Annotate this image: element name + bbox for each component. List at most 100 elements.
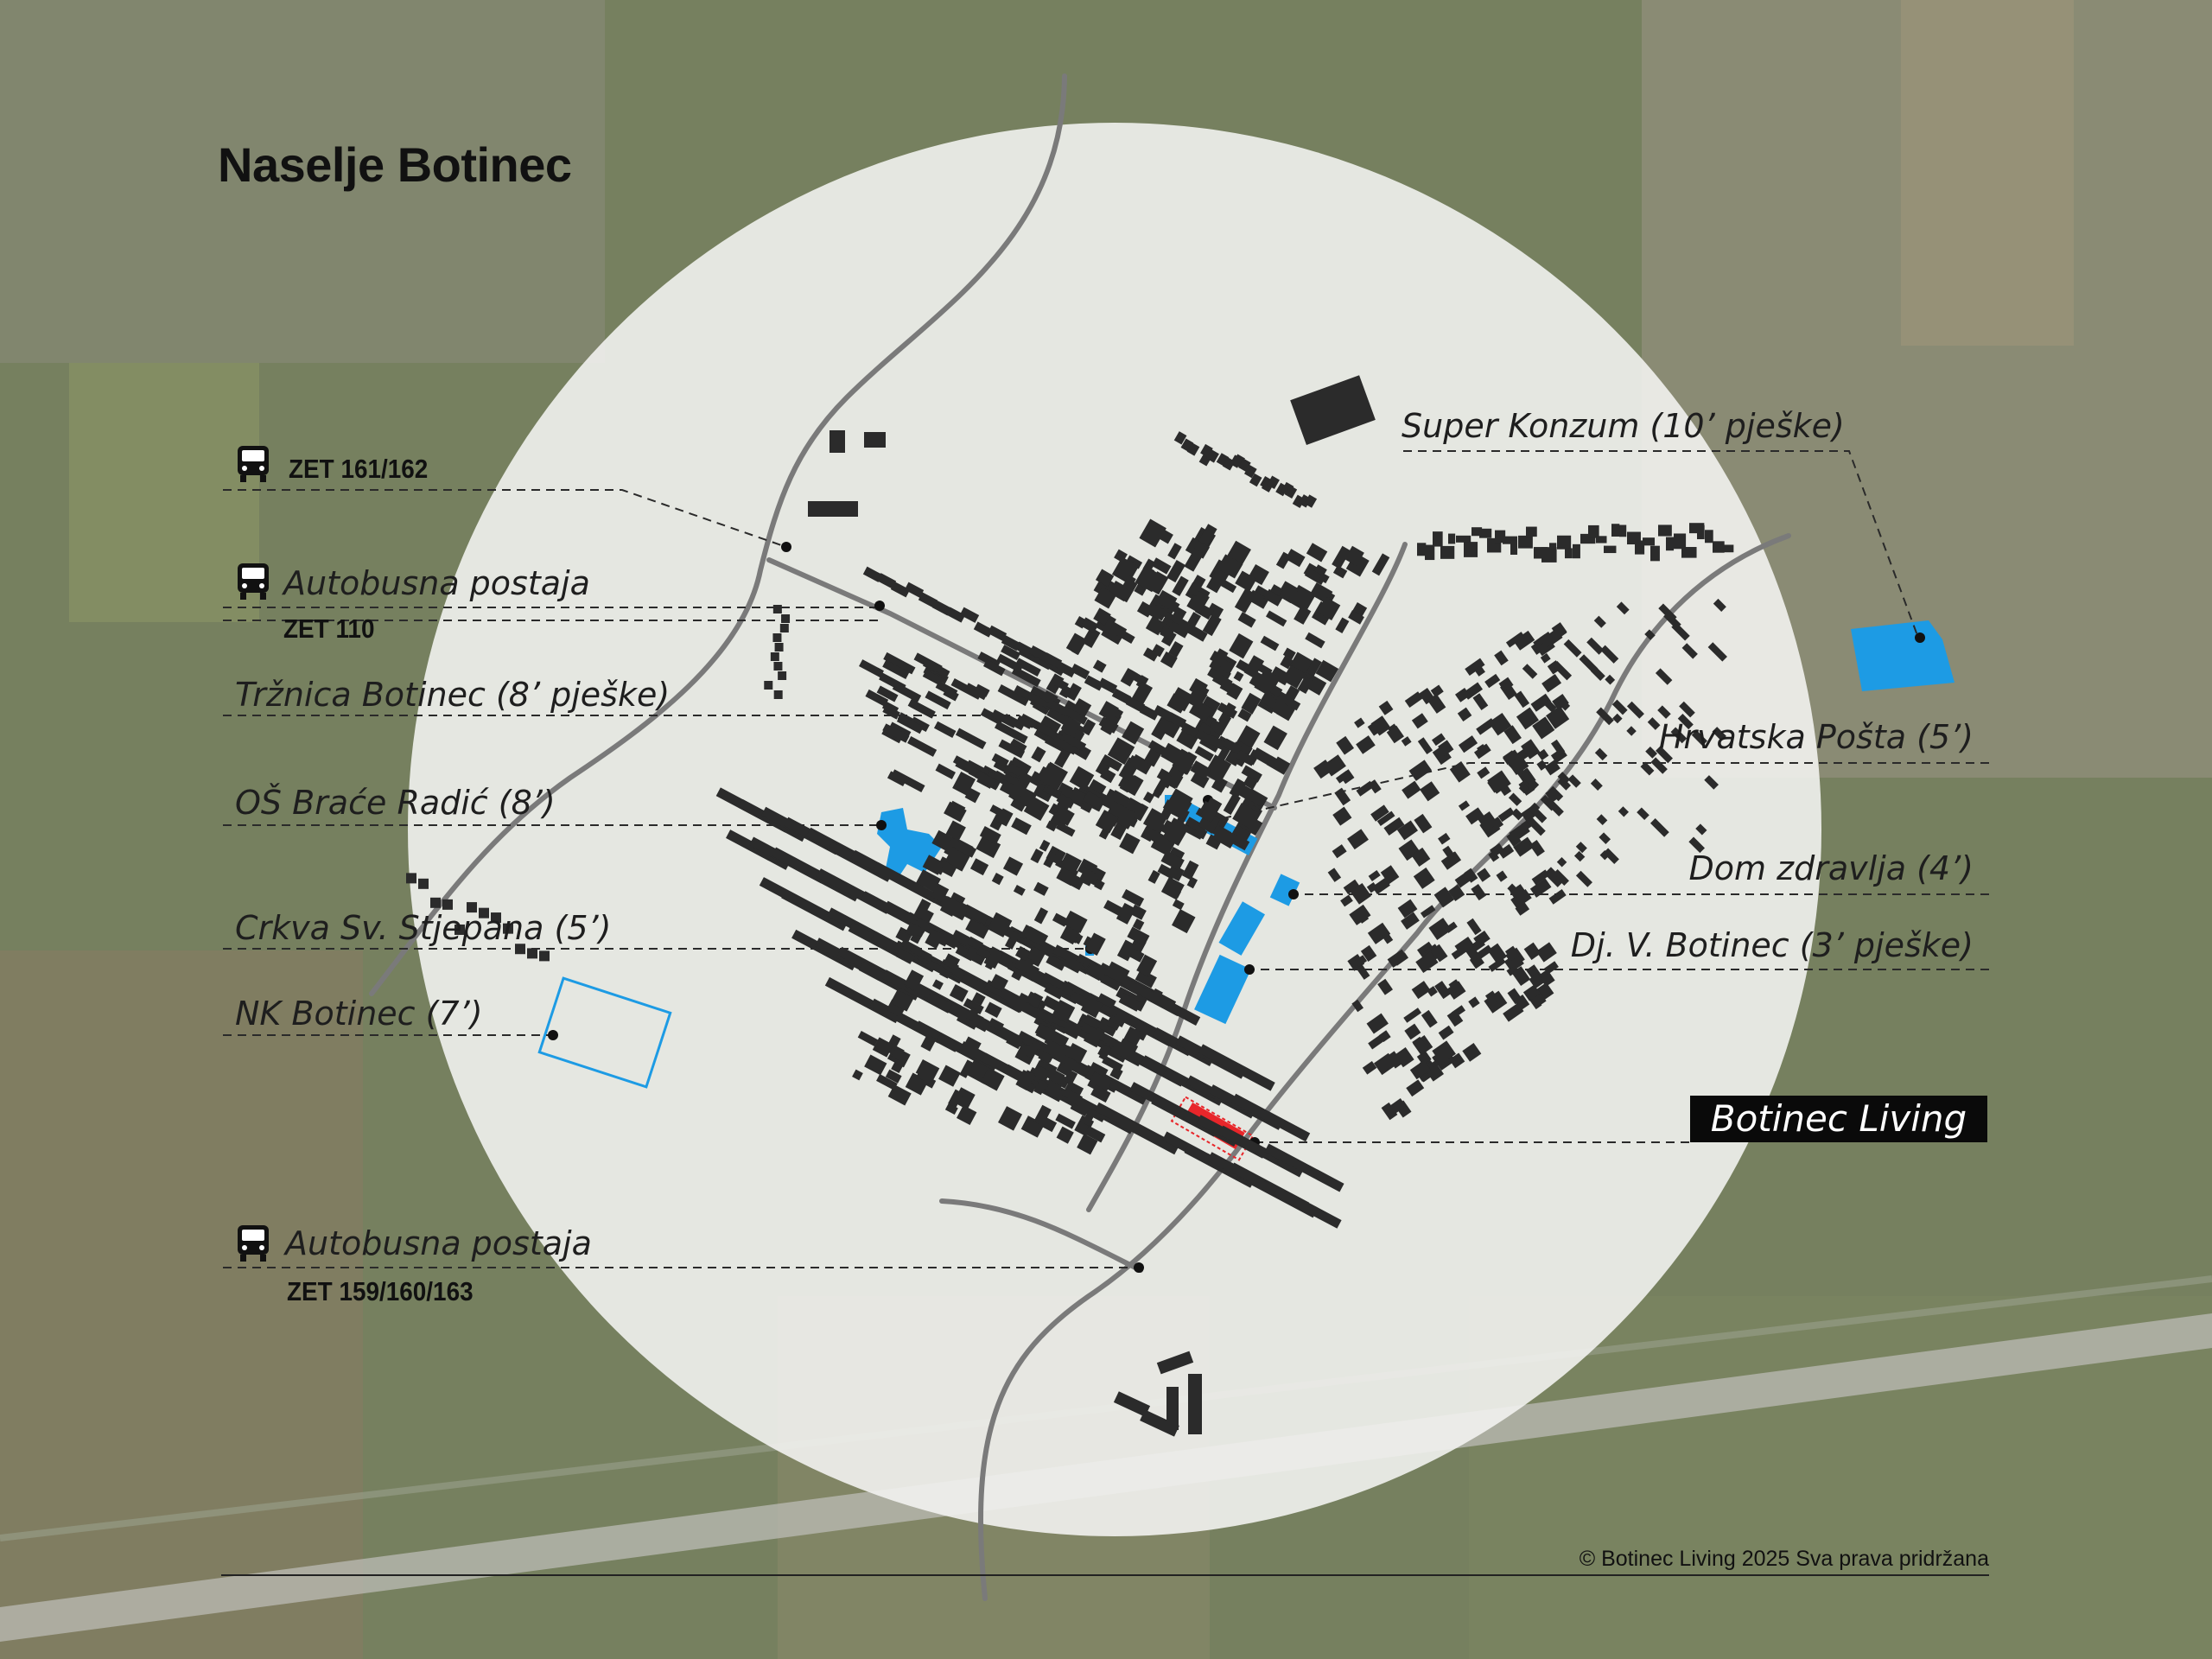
building-block bbox=[1411, 981, 1431, 1000]
building-block bbox=[991, 709, 1018, 728]
building-block bbox=[1545, 788, 1559, 803]
building-block bbox=[1198, 524, 1217, 546]
building-block bbox=[890, 989, 914, 1012]
building-block bbox=[1347, 829, 1369, 850]
building-block bbox=[1351, 999, 1364, 1013]
building-block bbox=[1083, 1024, 1106, 1048]
building-block bbox=[943, 687, 959, 702]
building-block bbox=[1456, 535, 1471, 543]
building-block bbox=[1513, 630, 1535, 651]
building-block bbox=[1151, 716, 1172, 741]
building-block bbox=[1691, 729, 1707, 747]
building-block bbox=[1366, 1013, 1389, 1034]
building-block bbox=[887, 1084, 912, 1106]
building-block bbox=[1425, 544, 1435, 561]
building-block bbox=[1679, 701, 1695, 718]
building-block bbox=[993, 1024, 1055, 1063]
building-block bbox=[1415, 951, 1439, 974]
building-block bbox=[1147, 869, 1160, 884]
building-block bbox=[1077, 1133, 1098, 1155]
building-block bbox=[857, 1031, 879, 1046]
building-block bbox=[913, 899, 931, 920]
building-block bbox=[1327, 868, 1342, 882]
building-block bbox=[1154, 772, 1173, 796]
building-block bbox=[1002, 772, 1020, 786]
building-block bbox=[1640, 761, 1655, 776]
building-block bbox=[954, 839, 974, 856]
building-block bbox=[864, 1054, 887, 1076]
building-block bbox=[984, 1001, 1002, 1019]
building-block bbox=[1252, 747, 1273, 766]
building-block bbox=[1488, 957, 1506, 972]
church-label: Crkva Sv. Stjepana (5’) bbox=[235, 909, 612, 947]
building-block bbox=[963, 998, 984, 1015]
building-block bbox=[1362, 1061, 1377, 1075]
building-block bbox=[1658, 524, 1672, 537]
building-block bbox=[1249, 671, 1264, 688]
building-block bbox=[1611, 699, 1628, 715]
building-block bbox=[1107, 737, 1135, 765]
building-block bbox=[1556, 856, 1567, 868]
building-block bbox=[779, 624, 789, 632]
building-block bbox=[773, 662, 783, 671]
building-block bbox=[1417, 941, 1435, 958]
building-block bbox=[1306, 543, 1328, 563]
building-block bbox=[1529, 840, 1545, 857]
building-block bbox=[1421, 1009, 1438, 1028]
building-block bbox=[1033, 1104, 1052, 1127]
building-block bbox=[1626, 726, 1637, 736]
building-block bbox=[931, 979, 944, 990]
building-block bbox=[1503, 725, 1522, 745]
building-block bbox=[1420, 905, 1436, 918]
building-block bbox=[1063, 910, 1088, 933]
building-block bbox=[927, 960, 944, 975]
building-block bbox=[503, 923, 513, 934]
building-block bbox=[1093, 607, 1111, 626]
building-block bbox=[1417, 737, 1433, 755]
building-block bbox=[1149, 988, 1163, 1004]
building-block bbox=[991, 873, 1004, 886]
building-block bbox=[876, 573, 897, 589]
building-block bbox=[1464, 542, 1478, 557]
school-label: OŠ Braće Radić (8’) bbox=[235, 784, 556, 822]
building-block bbox=[872, 1037, 894, 1058]
building-block bbox=[1015, 955, 1035, 975]
building-block bbox=[1011, 817, 1032, 836]
bus-station-label-2: Autobusna postaja bbox=[285, 1224, 592, 1262]
building-block bbox=[1428, 918, 1452, 940]
building-block bbox=[454, 924, 465, 935]
building-block bbox=[1513, 836, 1535, 857]
building-block bbox=[1543, 961, 1559, 975]
building-block bbox=[1237, 612, 1256, 628]
building-block bbox=[1506, 966, 1516, 976]
building-block bbox=[1540, 652, 1551, 664]
building-block bbox=[1514, 690, 1530, 709]
building-block bbox=[1165, 788, 1193, 817]
building-block bbox=[995, 808, 1014, 827]
building-block bbox=[1039, 839, 1051, 852]
building-block bbox=[1434, 981, 1452, 1000]
building-block bbox=[1249, 473, 1262, 487]
building-block bbox=[1158, 594, 1180, 613]
building-block bbox=[896, 715, 924, 734]
building-block bbox=[1065, 1043, 1088, 1064]
building-block bbox=[882, 723, 910, 743]
building-block bbox=[1413, 867, 1435, 889]
building-block bbox=[969, 858, 989, 876]
building-block bbox=[945, 607, 966, 623]
building-block bbox=[1188, 1374, 1202, 1434]
building-block bbox=[979, 826, 1001, 845]
building-block bbox=[1232, 803, 1258, 829]
building-block bbox=[1406, 1079, 1425, 1097]
super-konzum-building bbox=[1851, 620, 1955, 691]
building-block bbox=[976, 835, 1001, 859]
building-block bbox=[1031, 746, 1046, 763]
building-block bbox=[1111, 688, 1132, 704]
building-block bbox=[1373, 1052, 1397, 1076]
health-center-label: Dom zdravlja (4’) bbox=[1688, 849, 1974, 887]
leader-lines bbox=[223, 450, 1989, 1268]
zet-110-label: ZET 110 bbox=[283, 613, 375, 644]
building-block bbox=[1208, 735, 1229, 752]
building-block bbox=[959, 1036, 982, 1060]
building-block bbox=[1526, 817, 1546, 836]
